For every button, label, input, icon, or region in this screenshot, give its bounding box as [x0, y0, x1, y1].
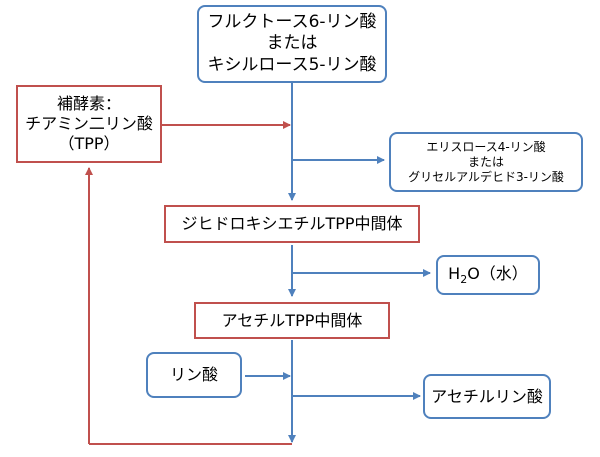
- substrate-line3: キシルロース5-リン酸: [207, 54, 377, 75]
- phosphate-box: リン酸: [146, 352, 242, 398]
- acetyl-phosphate-label: アセチルリン酸: [431, 386, 543, 406]
- coenzyme-line3: （TPP）: [58, 134, 120, 153]
- erythrose-line3: グリセルアルデヒド3-リン酸: [408, 169, 564, 184]
- acetyl-phosphate-box: アセチルリン酸: [423, 374, 551, 419]
- phosphate-label: リン酸: [169, 365, 218, 384]
- acetyl-tpp-label: アセチルTPP中間体: [221, 310, 363, 330]
- coenzyme-line2: チアミン二リン酸: [25, 114, 153, 133]
- erythrose-line1: エリスロース4-リン酸: [426, 139, 546, 154]
- water-box: H2O（水）: [436, 255, 540, 295]
- erythrose-line2: または: [467, 154, 504, 169]
- substrate-line2: または: [266, 33, 318, 54]
- coenzyme-box: 補酵素： チアミン二リン酸 （TPP）: [16, 85, 162, 163]
- acetyl-tpp-box: アセチルTPP中間体: [194, 302, 390, 339]
- substrate-line1: フルクトース6-リン酸: [207, 12, 377, 33]
- water-label: H2O（水）: [448, 263, 528, 286]
- erythrose-box: エリスロース4-リン酸 または グリセルアルデヒド3-リン酸: [389, 132, 583, 192]
- substrate-box: フルクトース6-リン酸 または キシルロース5-リン酸: [197, 5, 387, 83]
- dihydroxyethyl-tpp-label: ジヒドロキシエチルTPP中間体: [181, 214, 403, 233]
- dihydroxyethyl-tpp-box: ジヒドロキシエチルTPP中間体: [164, 205, 420, 243]
- coenzyme-line1: 補酵素：: [56, 94, 121, 113]
